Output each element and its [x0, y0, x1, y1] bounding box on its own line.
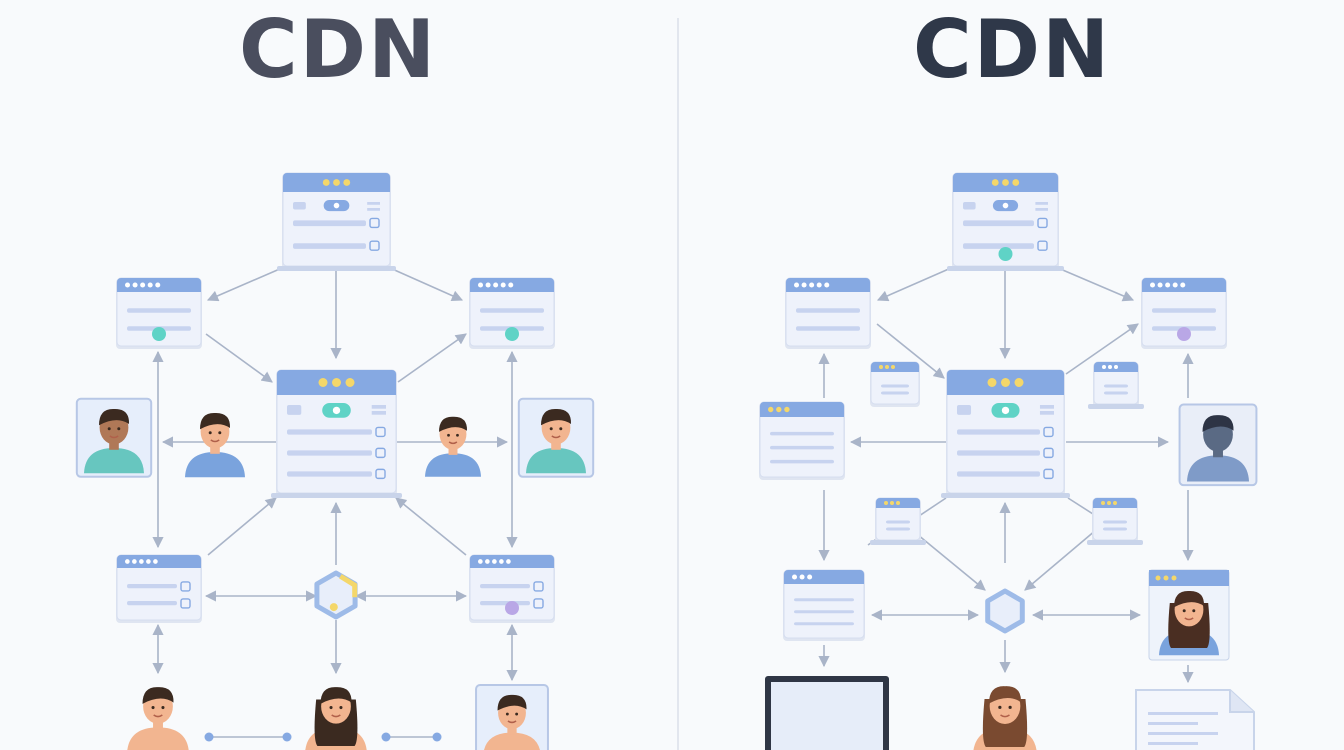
- connector-arrow: [397, 333, 467, 383]
- origin-server-window: [947, 172, 1064, 271]
- user-avatar-icon: [75, 397, 153, 478]
- left-panel-title: CDN: [238, 3, 438, 96]
- connector-arrow: [395, 497, 467, 556]
- edge-server-window: [116, 554, 202, 623]
- document-icon: [1135, 689, 1255, 750]
- user-avatar-icon: [517, 397, 595, 478]
- user-avatar-icon: [973, 686, 1037, 750]
- user-avatar-icon: [425, 416, 481, 477]
- small-cache-window: [1087, 497, 1143, 545]
- panel-divider: [677, 18, 679, 750]
- monitor-icon: [765, 676, 889, 750]
- origin-server-window: [277, 172, 396, 271]
- small-cache-window: [870, 497, 926, 545]
- right-panel: CDN: [680, 0, 1344, 750]
- user-avatar-icon: [185, 412, 245, 478]
- link-endpoint-dot: [204, 732, 214, 742]
- connector-arrow: [207, 497, 277, 556]
- connector-arrow: [389, 267, 464, 302]
- connector-arrow: [205, 333, 273, 383]
- connector-arrow: [1065, 323, 1139, 375]
- connector-arrow: [876, 267, 952, 302]
- edge-server-window: [469, 554, 555, 623]
- edge-server-window: [759, 401, 845, 480]
- connector-arrow: [911, 529, 986, 591]
- cdn-hub-window: [941, 369, 1070, 498]
- link-endpoint-dot: [381, 732, 391, 742]
- connector-arrow: [1024, 529, 1097, 591]
- user-avatar-icon: [305, 687, 367, 750]
- right-panel-title: CDN: [912, 3, 1112, 96]
- user-avatar-icon: [127, 687, 189, 750]
- small-cache-window: [1088, 361, 1144, 409]
- edge-server-window: [116, 277, 202, 349]
- hexagon-node-icon: [985, 588, 1025, 634]
- edge-server-window: [469, 277, 555, 349]
- connector-arrow: [1057, 267, 1135, 302]
- user-avatar-icon: [1159, 590, 1219, 656]
- link-endpoint-dot: [282, 732, 292, 742]
- edge-server-window: [785, 277, 871, 349]
- user-avatar-icon: [475, 684, 549, 750]
- edge-server-window: [1141, 277, 1227, 349]
- small-cache-window: [870, 361, 920, 407]
- connector-arrow: [876, 323, 945, 379]
- left-panel: CDN: [238, 3, 438, 96]
- link-endpoint-dot: [432, 732, 442, 742]
- connector-arrow: [206, 267, 283, 302]
- user-avatar-icon: [1178, 403, 1258, 487]
- cdn-hub-window: [271, 369, 402, 498]
- edge-server-window: [783, 569, 865, 641]
- hexagon-node-icon: [314, 570, 358, 620]
